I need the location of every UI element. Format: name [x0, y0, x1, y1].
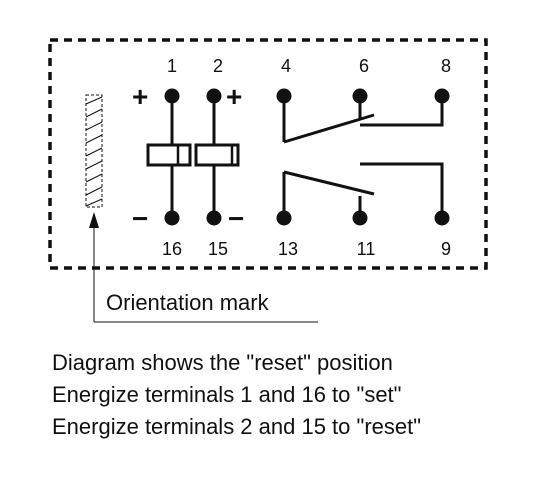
terminal-16: [164, 210, 180, 226]
note-line-3: Energize terminals 2 and 15 to "reset": [52, 414, 421, 439]
coil-2-15-body: [194, 143, 240, 167]
pin-label-1: 1: [167, 56, 177, 76]
switch-upper: [282, 96, 444, 144]
minus-sign-16: −: [132, 203, 148, 234]
terminal-8: [434, 88, 450, 104]
plus-sign-2: +: [226, 81, 242, 112]
terminal-6: [352, 88, 368, 104]
coil-1-16-body: [146, 143, 192, 167]
pin-label-16: 16: [162, 239, 182, 259]
package-outline: [48, 38, 488, 270]
orientation-mark: [85, 94, 103, 208]
terminal-15: [206, 210, 222, 226]
terminal-11: [352, 210, 368, 226]
minus-sign-15: −: [228, 203, 244, 234]
orientation-leader: [89, 212, 318, 323]
switch-lower: [282, 162, 444, 218]
orientation-mark-label: Orientation mark: [106, 290, 270, 315]
note-line-1: Diagram shows the "reset" position: [52, 350, 393, 375]
pin-label-8: 8: [441, 56, 451, 76]
pin-label-11: 11: [357, 239, 376, 259]
terminal-2: [206, 88, 222, 104]
terminal-13: [276, 210, 292, 226]
note-line-2: Energize terminals 1 and 16 to "set": [52, 382, 401, 407]
pin-label-15: 15: [208, 239, 228, 259]
leader-arrowhead: [89, 212, 99, 228]
terminal-1: [164, 88, 180, 104]
coil-1-16: [146, 96, 192, 218]
terminals: [164, 88, 450, 226]
pin-label-9: 9: [441, 239, 451, 259]
terminal-9: [434, 210, 450, 226]
pin-label-13: 13: [278, 239, 298, 259]
pin-label-6: 6: [359, 56, 369, 76]
pin-label-4: 4: [281, 56, 291, 76]
pin-label-2: 2: [213, 56, 223, 76]
terminal-4: [276, 88, 292, 104]
coil-2-15: [194, 96, 240, 218]
plus-sign-1: +: [132, 81, 148, 112]
